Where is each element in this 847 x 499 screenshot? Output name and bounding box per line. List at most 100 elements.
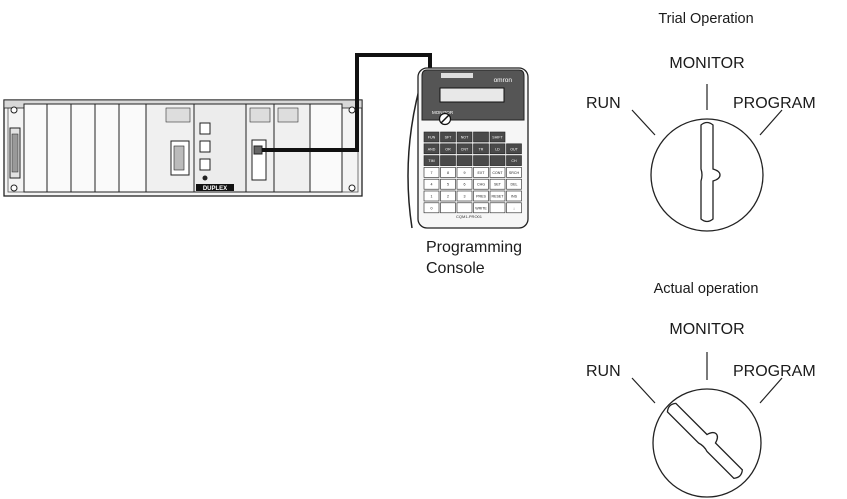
switch-tick-run (631, 377, 656, 404)
console-logo (441, 73, 473, 78)
console-key[interactable] (456, 190, 473, 202)
console-key-label: 6 (464, 183, 466, 187)
console-key[interactable] (489, 190, 506, 202)
console-key-label: DEL (511, 183, 518, 187)
console-key[interactable] (473, 131, 489, 143)
power-supply-unit (145, 103, 195, 193)
console-key[interactable] (473, 155, 489, 166)
console-key-label: PRES (476, 195, 486, 199)
console-key-label: CONT (492, 171, 503, 175)
mount-screw (348, 106, 356, 114)
console-key[interactable] (489, 155, 506, 166)
console-key[interactable] (489, 202, 506, 214)
console-caption-line2: Console (426, 260, 485, 277)
console-key-label: FUN (428, 136, 436, 140)
console-key-label: SHIFT (492, 136, 503, 140)
console-key-label: CNT (461, 147, 469, 151)
console-key[interactable] (489, 131, 506, 143)
console-key-label: INS (511, 195, 518, 199)
console-key[interactable] (423, 178, 440, 190)
console-key[interactable] (440, 131, 456, 143)
peripheral-port[interactable] (253, 145, 263, 155)
console-key-label: LD (495, 147, 500, 151)
console-key[interactable] (473, 178, 489, 190)
io-module (70, 103, 96, 193)
console-key[interactable] (456, 143, 473, 155)
console-key-label: TIM (428, 159, 434, 163)
console-key-label: EXT (478, 171, 486, 175)
console-key[interactable] (506, 155, 522, 166)
mount-screw (10, 106, 18, 114)
console-key[interactable] (506, 143, 522, 155)
switch-label-program: PROGRAM (733, 95, 816, 112)
console-key[interactable] (506, 167, 522, 178)
switch-tick-run (631, 109, 656, 136)
console-key[interactable] (456, 202, 473, 214)
console-key-label: 5 (447, 183, 449, 187)
console-key[interactable] (440, 190, 456, 202)
left-connector-pins (11, 133, 19, 173)
switch-key (700, 121, 721, 223)
console-key-label: ↓ (513, 206, 515, 210)
console-key-label: 2 (447, 195, 449, 199)
switch-label-program: PROGRAM (733, 363, 816, 380)
switch-tick-program (759, 109, 783, 136)
console-key[interactable] (440, 155, 456, 166)
console-key-label: 9 (464, 171, 466, 175)
io-module (94, 103, 120, 193)
console-key-label: CHG (477, 183, 485, 187)
console-key[interactable] (456, 131, 473, 143)
console-key[interactable] (473, 167, 489, 178)
console-key[interactable] (473, 202, 489, 214)
console-key-label: 0 (431, 206, 433, 210)
switch-title: Actual operation (654, 281, 759, 297)
console-key-label: 7 (431, 171, 433, 175)
console-key-label: WRITE (475, 206, 487, 210)
console-mode-text: MONITOR (432, 110, 454, 115)
io-module (23, 103, 48, 193)
console-key[interactable] (456, 155, 473, 166)
console-key[interactable] (440, 167, 456, 178)
console-brand: omron (494, 77, 513, 84)
console-key[interactable] (456, 167, 473, 178)
console-key[interactable] (423, 190, 440, 202)
console-key-label: CH (511, 159, 517, 163)
console-caption-line1: Programming (426, 239, 522, 256)
mode-switch-actual: Actual operation MONITOR RUN PROGRAM (586, 281, 816, 498)
console-model: CQM1-PRO01 (456, 214, 483, 219)
duplex-label: DUPLEX (203, 186, 227, 192)
io-module (46, 103, 72, 193)
console-key-label: SFT (445, 136, 453, 140)
console-key[interactable] (440, 143, 456, 155)
switch-tick-program (759, 377, 783, 404)
console-key[interactable] (489, 178, 506, 190)
console-key[interactable] (506, 202, 522, 214)
console-key-label: RESET (492, 195, 505, 199)
switch-label-monitor: MONITOR (669, 55, 744, 72)
console-key-label: 1 (431, 195, 433, 199)
console-key[interactable] (423, 143, 440, 155)
console-lcd (439, 87, 505, 103)
console-key[interactable] (440, 178, 456, 190)
console-key[interactable] (489, 167, 506, 178)
console-key[interactable] (423, 202, 440, 214)
console-key-label: NOT (461, 136, 469, 140)
console-key-label: 8 (447, 171, 449, 175)
console-mode-pointer (440, 114, 450, 124)
console-key[interactable] (456, 178, 473, 190)
console-key[interactable] (473, 190, 489, 202)
switch-label-run: RUN (586, 95, 621, 112)
console-key-label: SRCH (509, 171, 520, 175)
console-key[interactable] (423, 155, 440, 166)
console-key[interactable] (506, 178, 522, 190)
console-key[interactable] (473, 143, 489, 155)
console-key[interactable] (440, 202, 456, 214)
console-key[interactable] (423, 131, 440, 143)
console-key[interactable] (423, 167, 440, 178)
console-key[interactable] (506, 190, 522, 202)
switch-key (666, 402, 744, 480)
console-key[interactable] (489, 143, 506, 155)
switch-title: Trial Operation (658, 11, 753, 27)
